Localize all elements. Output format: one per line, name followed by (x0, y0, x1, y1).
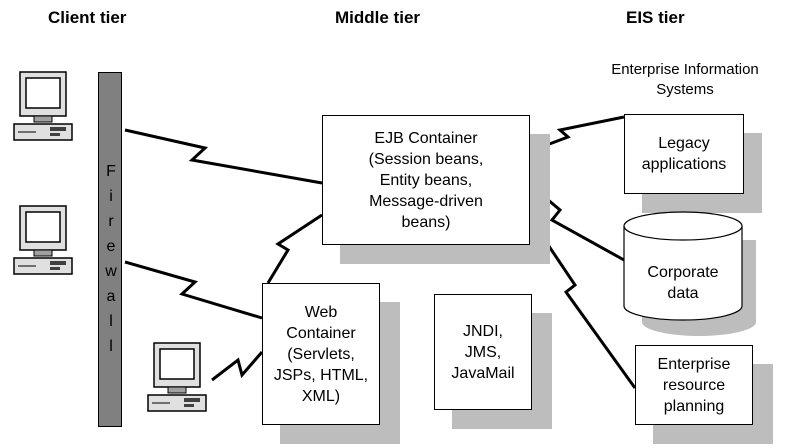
firewall-letter: r (108, 213, 114, 230)
ejb-line: Message-driven (369, 192, 483, 210)
corporate-line: data (667, 285, 699, 302)
web-line: Container (286, 324, 356, 342)
erp-line: resource (662, 376, 726, 394)
ejb-line: (Session beans, (368, 150, 484, 168)
ejb-line: beans) (401, 213, 451, 231)
ejb-line: Entity beans, (379, 171, 473, 189)
link-ejb-erp (528, 217, 637, 389)
firewall-letter: F (106, 163, 116, 180)
erp-line: Enterprise (657, 355, 731, 373)
link-client2-web (124, 260, 263, 320)
firewall-letter: l (109, 313, 113, 330)
middle-tier-header: Middle tier (335, 8, 421, 27)
firewall-letter: i (109, 188, 113, 205)
corporate-line: Corporate (647, 264, 719, 281)
ejb-container-box: EJB Container (Session beans, Entity bea… (322, 115, 530, 245)
web-container-box: Web Container (Servlets, JSPs, HTML, XML… (262, 283, 380, 425)
eis-label-line: Systems (656, 81, 714, 98)
services-line: JNDI, (462, 322, 503, 340)
firewall-letter: e (106, 238, 116, 255)
web-line: JSPs, HTML, (273, 366, 369, 384)
eis-label: Enterprise Information Systems (575, 60, 795, 100)
erp-line: planning (663, 397, 725, 415)
eis-tier-header: EIS tier (626, 8, 685, 27)
eis-label-line: Enterprise Information (611, 61, 759, 78)
services-box: JNDI, JMS, JavaMail (434, 294, 532, 410)
client-tier-header: Client tier (48, 8, 127, 27)
ejb-line: EJB Container (374, 129, 478, 147)
firewall-letter: w (105, 263, 117, 280)
legacy-applications-box: Legacy applications (624, 114, 744, 194)
corporate-data-label: Corporate data (624, 262, 742, 304)
firewall-letter: l (109, 338, 113, 355)
services-line: JavaMail (451, 364, 515, 382)
web-line: (Servlets, (287, 345, 355, 363)
legacy-line: applications (641, 156, 727, 173)
web-line: XML) (301, 387, 341, 405)
link-web-ejb (266, 213, 323, 284)
web-line: Web (304, 303, 338, 321)
link-client3-web (211, 351, 264, 382)
legacy-line: Legacy (658, 135, 710, 152)
firewall: F i r e w a l l (98, 72, 122, 427)
services-line: JMS, (464, 343, 502, 361)
link-client1-ejb (124, 128, 323, 185)
firewall-letter: a (106, 288, 116, 305)
erp-box: Enterprise resource planning (635, 345, 753, 425)
